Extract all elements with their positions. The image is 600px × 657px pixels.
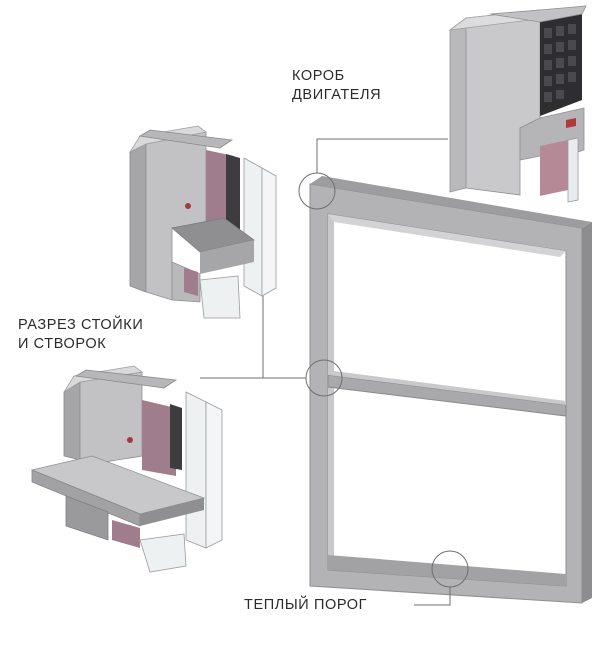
mullion-sill-front	[200, 240, 254, 274]
transom-bar	[327, 374, 567, 417]
threshold-under-seal	[112, 520, 140, 548]
leader-motor-box	[316, 138, 448, 173]
motor-box-top-right	[489, 5, 587, 23]
threshold-body-top	[63, 365, 143, 393]
threshold-bar	[328, 555, 566, 586]
mullion-section-detail	[128, 125, 277, 319]
mullion-lower-seal	[184, 268, 198, 296]
threshold-body-front	[79, 371, 143, 467]
motor-box-glass	[567, 137, 579, 203]
label-warm-threshold-text: ТЕПЛЫЙ ПОРОГ	[244, 597, 368, 613]
threshold-glass-1	[185, 391, 207, 549]
motor-box-detail	[448, 5, 587, 203]
mullion-glass-1	[243, 157, 263, 297]
label-motor-box-line-2: ДВИГАТЕЛЯ	[292, 87, 382, 103]
callouts	[200, 138, 469, 606]
mullion-bottom-glass	[199, 275, 241, 319]
mullion-top-profile	[138, 129, 234, 149]
threshold-under-block	[65, 495, 109, 541]
motor-box-side	[449, 17, 467, 193]
label-mullion-section-line-2: И СТВОРОК	[18, 336, 107, 352]
threshold-seal	[142, 400, 176, 476]
frame-inner-left	[328, 214, 334, 570]
leader-threshold	[414, 587, 451, 606]
mullion-glass-2	[261, 167, 277, 297]
threshold-top-profile	[74, 369, 178, 389]
label-mullion-section: РАЗРЕЗ СТОЙКИ И СТВОРОК	[18, 316, 218, 354]
mullion-screw-red	[185, 203, 191, 209]
frame-top-face	[310, 176, 592, 228]
label-motor-box: КОРОБ ДВИГАТЕЛЯ	[292, 67, 432, 105]
threshold-sash-dark	[170, 404, 182, 470]
label-mullion-section-line-1: РАЗРЕЗ СТОЙКИ	[18, 317, 144, 333]
threshold-bottom-glass	[139, 533, 187, 573]
threshold-body-side	[63, 381, 81, 461]
motor-box-red-detail	[566, 118, 576, 128]
mullion-body-side	[129, 143, 147, 293]
threshold-screw-red	[127, 437, 133, 443]
motor-box-front	[465, 9, 541, 196]
label-warm-threshold: ТЕПЛЫЙ ПОРОГ	[244, 596, 424, 615]
motor-box-cells	[544, 24, 576, 102]
frame-inner-reveal	[328, 214, 566, 257]
label-motor-box-line-1: КОРОБ	[292, 68, 345, 84]
threshold-glass-2	[205, 401, 223, 549]
threshold-plate-right	[140, 498, 204, 526]
transom-bar-top	[328, 371, 566, 405]
mullion-sash-dark	[226, 154, 240, 236]
motor-box-seal	[540, 140, 568, 196]
frame-right-side	[582, 222, 592, 603]
window-frame	[309, 176, 592, 604]
threshold-section-detail	[30, 365, 223, 573]
